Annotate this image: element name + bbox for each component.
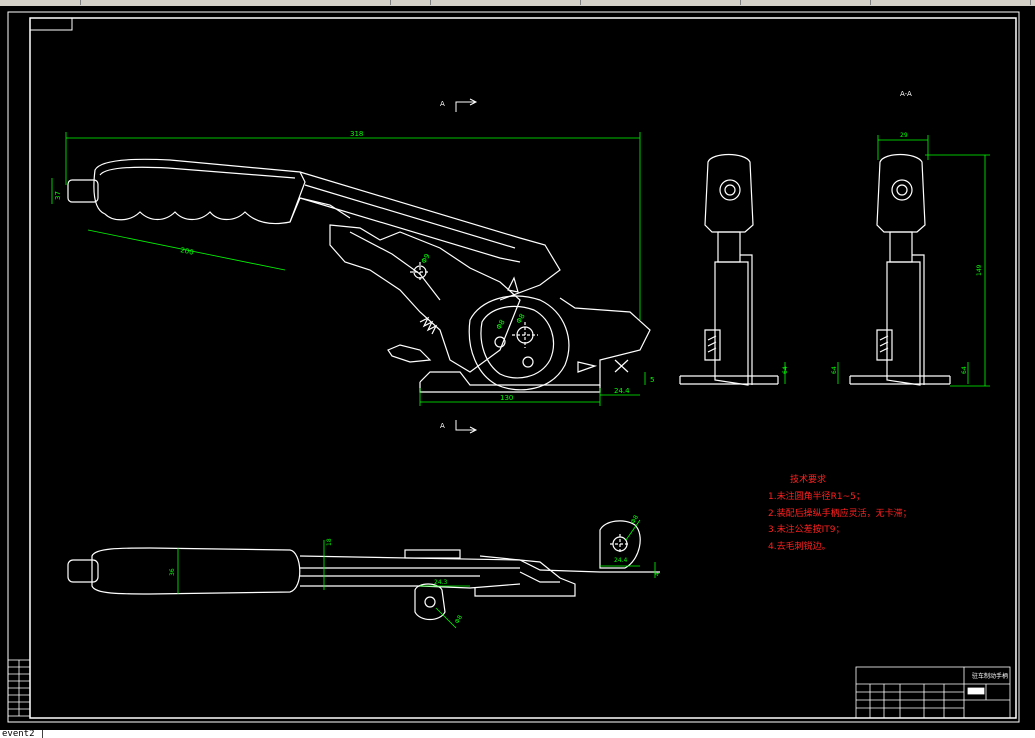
dim-grip-length: 200 (180, 246, 195, 257)
dim-base-small: 24.4 (614, 387, 630, 395)
top-view-dims (177, 519, 656, 629)
dim-end-height: 149 (976, 264, 983, 276)
dim-top-bar: 18 (326, 538, 333, 546)
side-view-dim-labels: 318 200 37 Φ9 Φ8 Φ8 130 24.4 5 (54, 130, 654, 402)
cad-drawing: 318 200 37 Φ9 Φ8 Φ8 130 24.4 5 A A A-A (7, 11, 1020, 723)
side-view-dimensions (51, 132, 646, 406)
section-label-lower: A (440, 422, 445, 430)
dim-end-base-right-a: 64 (831, 366, 838, 374)
dim-top-grip-dia: 36 (169, 568, 176, 576)
dim-end-width: 29 (900, 132, 908, 139)
end-view-1 (679, 153, 779, 386)
top-view (67, 520, 660, 621)
dim-end-base-left: 64 (782, 366, 789, 374)
dim-hole-1: Φ9 (420, 252, 432, 265)
toolbar-field[interactable] (0, 0, 81, 5)
section-marks (455, 98, 478, 434)
toolbar-field[interactable] (80, 0, 391, 5)
dim-grip-dia: 37 (54, 191, 62, 200)
toolbar-field[interactable] (870, 0, 1031, 5)
dim-top-hole-b: Φ8 (454, 614, 464, 625)
toolbar-field[interactable] (390, 0, 431, 5)
top-view-labels: 36 18 24.3 24.4 4 Φ8 Φ8 (169, 514, 661, 625)
side-view (67, 158, 651, 393)
dim-base-width: 130 (500, 394, 513, 402)
command-line-text: event2 | (2, 730, 46, 738)
toolbar-field[interactable] (430, 0, 581, 5)
end-view-2-labels: 29 149 64 64 (831, 132, 983, 374)
left-margin-table (7, 659, 31, 717)
dim-top-bracket: 24.3 (434, 579, 448, 586)
outer-frame (7, 11, 1020, 723)
tech-req-title: 技术要求 (790, 473, 826, 485)
tech-req-item-1: 1.未注圆角半径R1~5； (768, 490, 865, 502)
tech-req-item-4: 4.去毛刺锐边。 (768, 540, 831, 552)
tech-req-item-2: 2.装配后操纵手柄应灵活，无卡滞； (768, 507, 912, 519)
end-view-1-labels: 64 (782, 366, 789, 374)
inner-frame (29, 17, 1017, 719)
dim-overall-length: 318 (350, 130, 363, 138)
toolbar-field[interactable] (580, 0, 741, 5)
dim-hole-3: Φ8 (495, 318, 507, 331)
corner-label-box (29, 17, 73, 31)
end-view-2 (849, 153, 951, 386)
dim-top-hole-a: Φ8 (630, 514, 640, 525)
dim-hole-2: Φ8 (515, 312, 527, 325)
dim-top-side: 4 (654, 572, 661, 576)
toolbar-field[interactable] (740, 0, 871, 5)
command-line[interactable]: event2 | (0, 730, 1035, 738)
section-label-right: A-A (900, 90, 912, 98)
title-block (855, 666, 1011, 719)
drawing-canvas[interactable]: 318 200 37 Φ9 Φ8 Φ8 130 24.4 5 A A A-A (0, 6, 1035, 730)
tech-req-item-3: 3.未注公差按IT9； (768, 523, 844, 535)
dim-base-small-height: 5 (650, 376, 654, 384)
dim-top-pin: 24.4 (614, 557, 628, 564)
dim-end-base-right: 64 (961, 366, 968, 374)
section-labels: A A A-A (440, 90, 912, 430)
section-label-upper: A (440, 100, 445, 108)
title-block-name: 驻车制动手柄 (972, 672, 1008, 680)
end-view-2-dims (837, 135, 990, 387)
technical-requirements: 技术要求 1.未注圆角半径R1~5； 2.装配后操纵手柄应灵活，无卡滞； 3.未… (768, 473, 912, 552)
